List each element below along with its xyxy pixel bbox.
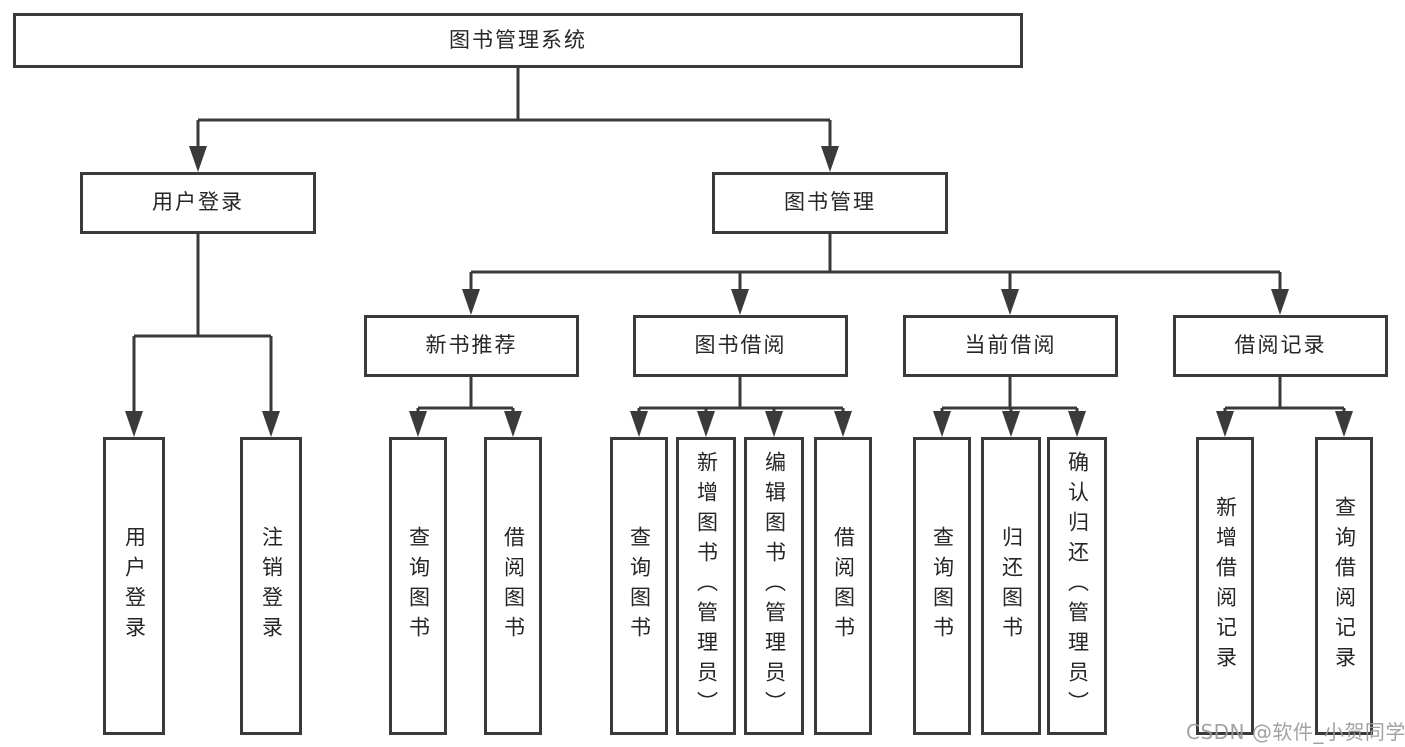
connector-current-borrow-children [940, 377, 1079, 415]
connector-new-book-recommend-children [416, 377, 515, 415]
node-leaf-add-book-admin: 新增图书（管理员） [676, 437, 736, 735]
connector-user-login-children [132, 234, 273, 415]
node-leaf-query-books-current: 查询图书 [913, 437, 971, 735]
csdn-watermark: CSDN @软件_小贺同学 [1186, 720, 1405, 744]
node-leaf-borrow-books-recommend: 借阅图书 [484, 437, 542, 735]
node-root: 图书管理系统 [13, 13, 1023, 68]
node-book-management: 图书管理 [712, 172, 948, 234]
connector-borrow-records-children [1223, 377, 1346, 415]
node-current-borrow: 当前借阅 [903, 315, 1118, 377]
node-leaf-user-login: 用户登录 [103, 437, 165, 735]
node-leaf-confirm-return-admin: 确认归还（管理员） [1047, 437, 1107, 735]
node-leaf-logout: 注销登录 [240, 437, 302, 735]
connector-book-management-children [469, 234, 1282, 293]
node-leaf-return-book: 归还图书 [981, 437, 1041, 735]
node-book-borrow: 图书借阅 [633, 315, 848, 377]
node-leaf-add-borrow-record: 新增借阅记录 [1196, 437, 1254, 735]
node-leaf-edit-book-admin: 编辑图书（管理员） [744, 437, 804, 735]
connector-root-to-level2 [196, 68, 832, 150]
node-leaf-query-books-recommend: 查询图书 [389, 437, 447, 735]
node-new-book-recommend: 新书推荐 [364, 315, 579, 377]
node-leaf-query-borrow-record: 查询借阅记录 [1315, 437, 1373, 735]
node-user-login: 用户登录 [80, 172, 316, 234]
connector-book-borrow-children [637, 377, 845, 415]
node-leaf-borrow-books: 借阅图书 [814, 437, 872, 735]
node-leaf-query-books-borrow: 查询图书 [610, 437, 668, 735]
node-borrow-records: 借阅记录 [1173, 315, 1388, 377]
